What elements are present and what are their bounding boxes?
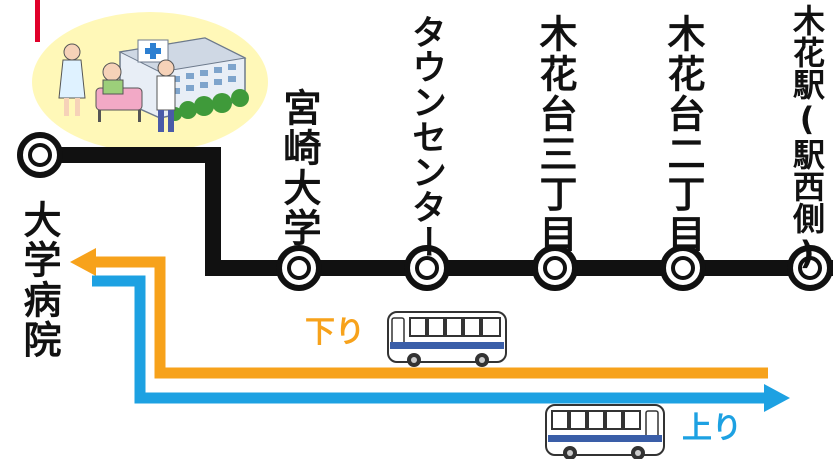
outbound-label: 上り [682,411,742,446]
station-stop-5[interactable] [660,245,706,291]
station-label-2: 宮崎大学 [277,88,321,248]
outbound-arrow [92,275,790,412]
bus-icon [387,311,507,367]
inbound-label: 下り [305,315,365,350]
hospital-illustration [58,37,249,132]
station-label-6: 木花駅(駅西側) [788,4,826,272]
station-stop-2[interactable] [276,245,322,291]
red-marker [35,0,40,42]
station-label-5: 木花台二丁目 [661,14,705,254]
station-label-3: タウンセンター [406,14,446,259]
route-line [40,147,833,276]
station-stop-6[interactable] [787,245,833,291]
station-label-4: 木花台三丁目 [533,14,577,254]
station-label-1: 大学病院 [17,200,61,360]
inbound-arrow [70,248,768,379]
station-stop-3[interactable] [404,245,450,291]
station-stop-4[interactable] [532,245,578,291]
station-stop-1[interactable] [17,132,63,178]
bus-icon [545,404,665,459]
